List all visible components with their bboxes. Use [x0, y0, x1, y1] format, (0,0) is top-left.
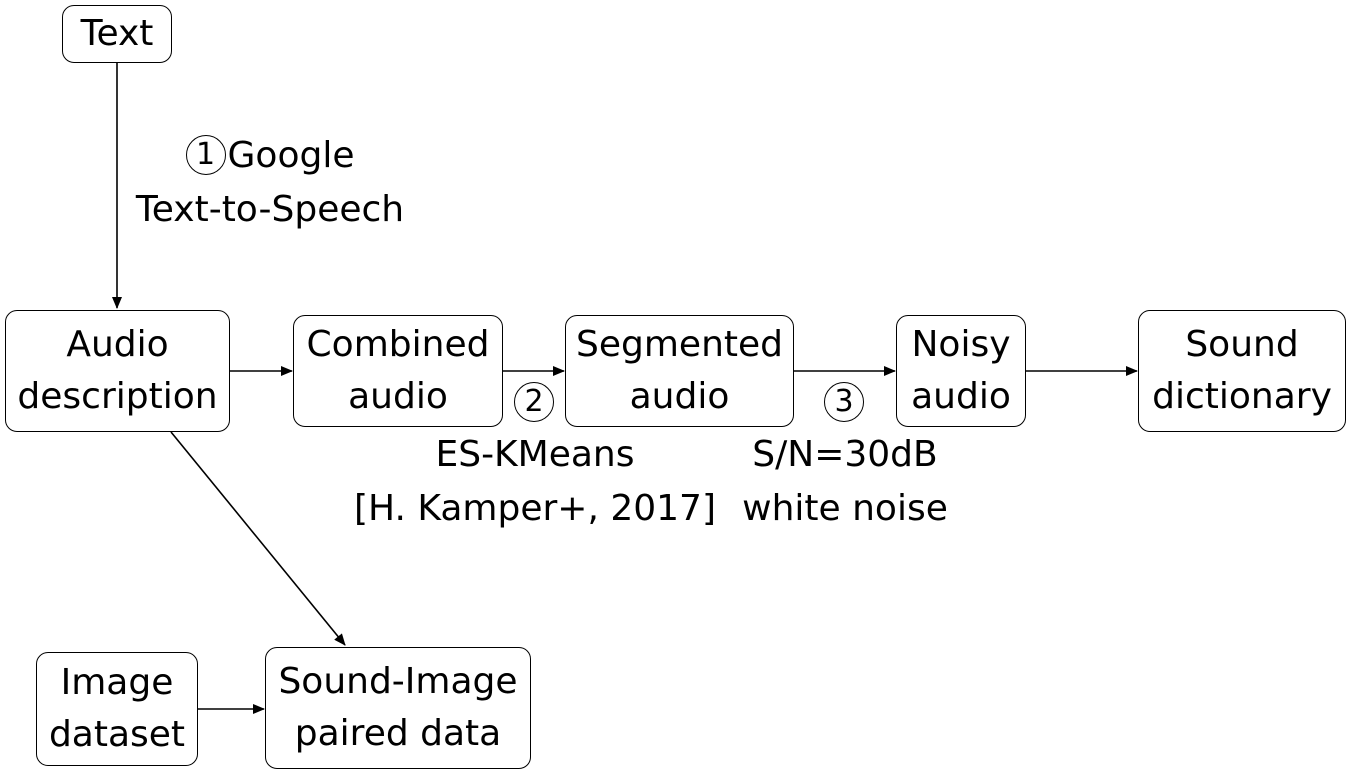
- node-audio-description-line2: description: [17, 376, 218, 417]
- node-sound-image-paired-data: Sound-Image paired data: [265, 647, 531, 769]
- node-noisy-audio: Noisy audio: [896, 315, 1026, 427]
- node-image-dataset: Image dataset: [36, 652, 198, 766]
- step3-snr: S/N=30dB: [752, 434, 938, 475]
- step1-method: Google: [227, 135, 355, 176]
- node-image-dataset-line2: dataset: [48, 714, 186, 755]
- node-sound-dictionary-line1: Sound: [1185, 324, 1299, 365]
- arrow-audio-description-to-paired-data: [170, 431, 346, 646]
- node-segmented-audio: Segmented audio: [565, 315, 794, 427]
- node-segmented-audio-line2: audio: [629, 376, 730, 417]
- node-audio-description-line1: Audio: [66, 324, 169, 365]
- step1-number-badge: 1: [185, 135, 226, 175]
- step2-number-badge: 2: [514, 382, 554, 422]
- node-noisy-audio-line1: Noisy: [911, 324, 1011, 365]
- step3-noise-type: white noise: [742, 488, 948, 529]
- node-sound-dictionary-line2: dictionary: [1152, 376, 1332, 417]
- step2-citation: [H. Kamper+, 2017]: [354, 488, 716, 529]
- step2-annotation: ES-KMeans [H. Kamper+, 2017]: [330, 428, 740, 536]
- node-sound-image-paired-line1: Sound-Image: [278, 661, 518, 702]
- node-text: Text: [62, 5, 172, 63]
- node-audio-description: Audio description: [5, 310, 230, 432]
- node-text-label: Text: [80, 13, 154, 54]
- node-combined-audio: Combined audio: [293, 315, 503, 427]
- step2-method: ES-KMeans: [435, 434, 635, 475]
- node-segmented-audio-line1: Segmented: [576, 324, 783, 365]
- step1-line2: Text-to-Speech: [135, 189, 405, 230]
- node-combined-audio-line2: audio: [348, 376, 448, 417]
- step3-number-badge: 3: [824, 382, 864, 422]
- node-image-dataset-line1: Image: [60, 662, 174, 703]
- node-sound-image-paired-line2: paired data: [294, 713, 502, 754]
- step3-annotation: S/N=30dB white noise: [725, 428, 965, 536]
- node-sound-dictionary: Sound dictionary: [1138, 310, 1346, 432]
- node-noisy-audio-line2: audio: [911, 376, 1011, 417]
- node-combined-audio-line1: Combined: [306, 324, 490, 365]
